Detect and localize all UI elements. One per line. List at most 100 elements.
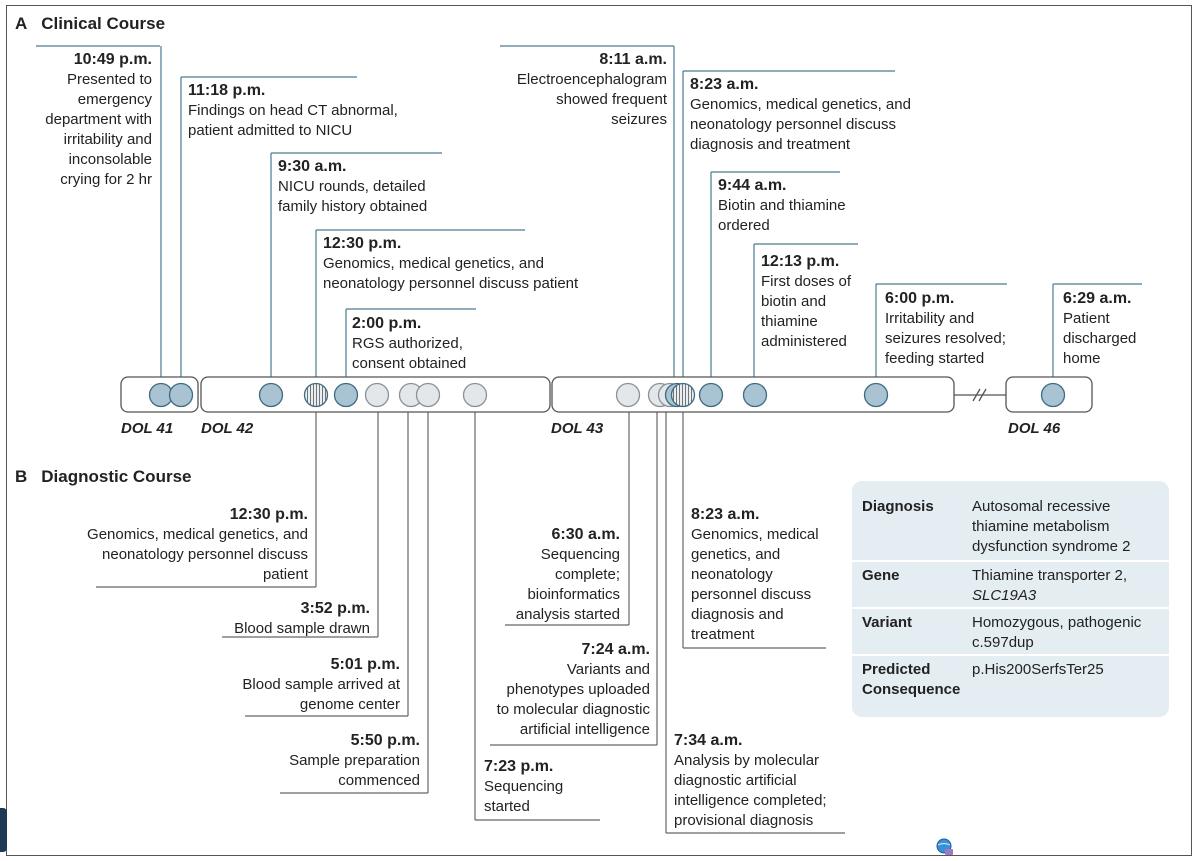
event-text: Blood sample arrived at genome center: [242, 676, 400, 713]
clinical-event: 11:18 p.m. Findings on head CT abnormal,…: [188, 81, 438, 141]
event-text: Sequencing started: [484, 778, 564, 815]
event-time: 8:23 a.m.: [690, 76, 759, 93]
summary-divider: [852, 654, 1169, 656]
diagnostic-marker: [364, 382, 390, 408]
section-b-title: B Diagnostic Course: [15, 467, 191, 487]
section-a-label: Clinical Course: [41, 14, 166, 33]
event-time: 6:00 p.m.: [885, 290, 955, 307]
clinical-event: 12:13 p.m. First doses of biotin and thi…: [761, 252, 866, 352]
event-text: Sample preparation commenced: [289, 752, 420, 789]
clinical-marker: [333, 382, 359, 408]
event-text: Biotin and thiamine ordered: [718, 197, 846, 234]
diagnostic-event: 8:23 a.m. Genomics, medical genetics, an…: [691, 505, 841, 645]
event-text: Genomics, medical genetics, and neonatol…: [87, 526, 308, 583]
clinical-marker: [258, 382, 284, 408]
event-text: Electroencephalogram showed frequent sei…: [516, 71, 667, 128]
summary-value: Homozygous, pathogenic c.597dup: [972, 614, 1142, 651]
event-time: 6:30 a.m.: [551, 526, 620, 543]
shared-marker: [670, 382, 696, 408]
clinical-marker: [742, 382, 768, 408]
dol-41-label: DOL 41: [121, 420, 174, 437]
event-time: 7:23 p.m.: [484, 758, 554, 775]
dol-43-label: DOL 43: [551, 420, 604, 437]
globe-icon: [936, 838, 953, 855]
clinical-event: 6:29 a.m. Patient discharged home: [1063, 289, 1158, 369]
diagnostic-event: 7:23 p.m. Sequencing started: [484, 757, 594, 817]
clinical-marker: [168, 382, 194, 408]
event-markers: [148, 382, 1066, 408]
leader-lines: [36, 45, 1142, 834]
event-time: 12:30 p.m.: [323, 235, 402, 252]
summary-value: Autosomal recessive thiamine metabolism …: [972, 498, 1131, 555]
shared-marker: [303, 382, 329, 408]
event-text: Genomics, medical genetics, and neonatol…: [323, 255, 579, 292]
summary-label: Gene: [862, 567, 900, 584]
summary-divider: [852, 560, 1169, 562]
clinical-event: 8:23 a.m. Genomics, medical genetics, an…: [690, 75, 940, 155]
event-time: 7:34 a.m.: [674, 732, 743, 749]
event-text: Genomics, medical genetics, and neonatol…: [691, 526, 819, 643]
dol-42-label: DOL 42: [201, 420, 254, 437]
diagnostic-marker: [415, 382, 441, 408]
diagnosis-summary-card: Diagnosis Autosomal recessive thiamine m…: [852, 481, 1169, 717]
section-a-letter: A: [15, 14, 28, 33]
event-text: Findings on head CT abnormal, patient ad…: [188, 102, 398, 139]
event-time: 7:24 a.m.: [581, 641, 650, 658]
summary-label: Variant: [862, 614, 913, 631]
clinical-event: 10:49 p.m. Presented to emergency depart…: [36, 50, 152, 190]
event-text: Genomics, medical genetics, and neonatol…: [690, 96, 911, 153]
event-time: 8:23 a.m.: [691, 506, 760, 523]
event-time: 12:13 p.m.: [761, 253, 840, 270]
gene-name: Thiamine transporter 2,: [972, 567, 1128, 584]
section-b-label: Diagnostic Course: [41, 467, 192, 486]
event-text: Sequencing complete; bioinformatics anal…: [515, 546, 620, 623]
clinical-event: 9:30 a.m. NICU rounds, detailed family h…: [278, 157, 453, 217]
event-time: 11:18 p.m.: [188, 82, 266, 99]
diagnostic-event: 7:24 a.m. Variants and phenotypes upload…: [495, 640, 650, 740]
diagnostic-marker: [462, 382, 488, 408]
event-time: 10:49 p.m.: [73, 51, 152, 68]
diagnostic-event: 12:30 p.m. Genomics, medical genetics, a…: [60, 505, 308, 585]
diagnostic-event: 5:01 p.m. Blood sample arrived at genome…: [230, 655, 400, 715]
event-time: 5:50 p.m.: [350, 732, 420, 749]
summary-label: Diagnosis: [862, 498, 934, 515]
clinical-event: 12:30 p.m. Genomics, medical genetics, a…: [323, 234, 613, 294]
summary-divider: [852, 607, 1169, 609]
clinical-marker: [698, 382, 724, 408]
summary-label: Predicted Consequence: [862, 661, 961, 698]
gene-symbol: SLC19A3: [972, 587, 1037, 604]
event-text: Patient discharged home: [1063, 310, 1137, 367]
section-a-title: A Clinical Course: [15, 14, 165, 34]
event-time: 3:52 p.m.: [300, 600, 370, 617]
event-time: 5:01 p.m.: [330, 656, 400, 673]
event-text: Variants and phenotypes uploaded to mole…: [496, 661, 650, 738]
clinical-marker: [863, 382, 889, 408]
event-time: 6:29 a.m.: [1063, 290, 1132, 307]
event-text: NICU rounds, detailed family history obt…: [278, 178, 428, 215]
break-mark: [972, 388, 981, 402]
dol-46-label: DOL 46: [1008, 420, 1061, 437]
event-text: RGS authorized, consent obtained: [352, 335, 467, 372]
diagnostic-marker: [615, 382, 641, 408]
clinical-event: 2:00 p.m. RGS authorized, consent obtain…: [352, 314, 492, 374]
break-mark: [978, 388, 987, 402]
diagnostic-event: 5:50 p.m. Sample preparation commenced: [270, 731, 420, 791]
event-time: 9:30 a.m.: [278, 158, 347, 175]
event-text: First doses of biotin and thiamine admin…: [761, 273, 852, 350]
clinical-marker: [1040, 382, 1066, 408]
event-text: Blood sample drawn: [234, 620, 370, 637]
summary-value: p.His200SerfsTer25: [972, 661, 1104, 678]
event-text: Analysis by molecular diagnostic artific…: [674, 752, 827, 829]
section-b-letter: B: [15, 467, 28, 486]
clinical-event: 9:44 a.m. Biotin and thiamine ordered: [718, 176, 868, 236]
event-time: 8:11 a.m.: [599, 51, 667, 68]
event-time: 9:44 a.m.: [718, 177, 787, 194]
summary-value: Thiamine transporter 2, SLC19A3: [972, 566, 1162, 606]
diagnostic-event: 7:34 a.m. Analysis by molecular diagnost…: [674, 731, 844, 831]
side-tab[interactable]: [0, 808, 7, 852]
event-time: 2:00 p.m.: [352, 315, 422, 332]
figure-frame: [6, 5, 1192, 856]
diagnostic-event: 3:52 p.m. Blood sample drawn: [200, 599, 370, 639]
event-text: Irritability and seizures resolved; feed…: [885, 310, 1006, 367]
